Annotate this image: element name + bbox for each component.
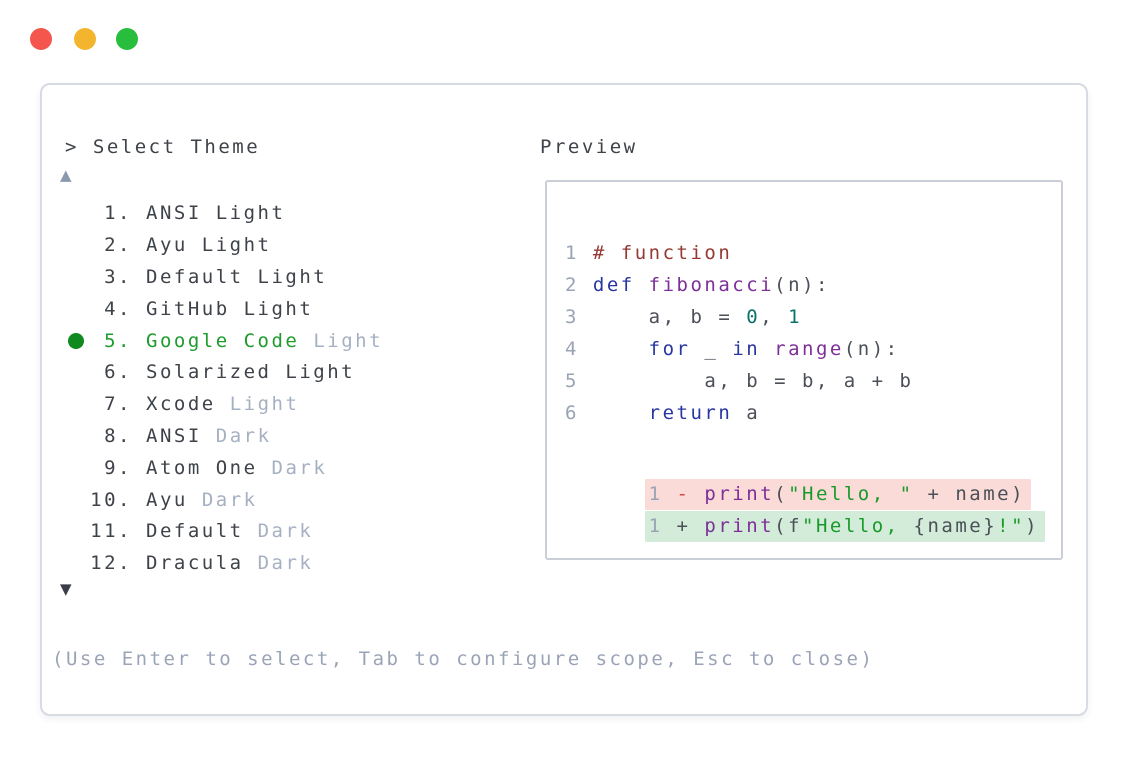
theme-list-item[interactable]: 9. Atom One Dark xyxy=(42,452,522,484)
theme-name: Ayu Light xyxy=(146,234,272,256)
select-theme-prompt: > Select Theme xyxy=(65,136,261,158)
theme-name: Ayu xyxy=(146,489,188,511)
theme-name: Solarized Light xyxy=(146,361,356,383)
theme-variant: Light xyxy=(229,393,300,415)
code-line: 1 # function xyxy=(565,242,733,264)
theme-variant: Dark xyxy=(257,520,314,542)
theme-list-item[interactable]: 10. Ayu Dark xyxy=(42,484,522,516)
theme-variant: Dark xyxy=(271,457,328,479)
scroll-up-icon[interactable]: ▲ xyxy=(60,166,72,184)
theme-number: 6. xyxy=(104,361,132,383)
selected-theme-dot-icon xyxy=(68,333,84,349)
theme-list-item[interactable]: 1. ANSI Light xyxy=(42,197,522,229)
theme-name: Default Light xyxy=(146,266,328,288)
theme-list-item[interactable]: 7. Xcode Light xyxy=(42,388,522,420)
theme-number: 9. xyxy=(104,457,132,479)
code-line: 6 return a xyxy=(565,402,761,424)
theme-name: Atom One xyxy=(146,457,258,479)
diff-added-line: 1 + print(f"Hello, {name}!") xyxy=(561,484,1046,569)
theme-number: 4. xyxy=(104,298,132,320)
theme-name: ANSI Light xyxy=(146,202,286,224)
theme-number: 11. xyxy=(90,520,132,542)
theme-variant: Dark xyxy=(257,552,314,574)
theme-name: Xcode xyxy=(146,393,216,415)
theme-number: 10. xyxy=(90,489,132,511)
theme-number: 7. xyxy=(104,393,132,415)
scroll-down-icon[interactable]: ▼ xyxy=(60,580,72,598)
theme-number: 2. xyxy=(104,234,132,256)
window-close-button[interactable] xyxy=(30,28,52,50)
theme-number: 1. xyxy=(104,202,132,224)
theme-name: ANSI xyxy=(146,425,202,447)
theme-list-item[interactable]: 11. Default Dark xyxy=(42,515,522,547)
diff-removed-line: 1 - print("Hello, " + name) xyxy=(561,452,1032,537)
theme-list-item[interactable]: 12. Dracula Dark xyxy=(42,547,522,579)
theme-number: 3. xyxy=(104,266,132,288)
theme-variant: Dark xyxy=(201,489,258,511)
theme-list-item-selected[interactable]: 5. Google Code Light xyxy=(42,325,522,357)
code-line: 4 for _ in range(n): xyxy=(565,338,900,360)
theme-name: GitHub Light xyxy=(146,298,314,320)
code-line: 2 def fibonacci(n): xyxy=(565,274,830,296)
theme-picker-panel: > Select Theme Preview ▲ 1. ANSI Light 2… xyxy=(40,83,1088,716)
theme-list-item[interactable]: 3. Default Light xyxy=(42,261,522,293)
code-line: 3 a, b = 0, 1 xyxy=(565,306,803,328)
theme-name: Default xyxy=(146,520,244,542)
code-line: 5 a, b = b, a + b xyxy=(565,370,914,392)
theme-preview-pane: 1 # function 2 def fibonacci(n): 3 a, b … xyxy=(545,180,1063,560)
theme-name: Dracula xyxy=(146,552,244,574)
theme-list-item[interactable]: 4. GitHub Light xyxy=(42,293,522,325)
theme-list-item[interactable]: 6. Solarized Light xyxy=(42,356,522,388)
theme-variant: Light xyxy=(313,330,384,352)
preview-title: Preview xyxy=(540,136,638,158)
window-maximize-button[interactable] xyxy=(116,28,138,50)
theme-number: 5. xyxy=(104,330,132,352)
theme-list-item[interactable]: 8. ANSI Dark xyxy=(42,420,522,452)
theme-list-item[interactable]: 2. Ayu Light xyxy=(42,229,522,261)
keyboard-hint: (Use Enter to select, Tab to configure s… xyxy=(52,648,875,670)
theme-name: Google Code xyxy=(146,330,300,352)
theme-number: 8. xyxy=(104,425,132,447)
window-minimize-button[interactable] xyxy=(74,28,96,50)
theme-number: 12. xyxy=(90,552,132,574)
theme-variant: Dark xyxy=(215,425,272,447)
